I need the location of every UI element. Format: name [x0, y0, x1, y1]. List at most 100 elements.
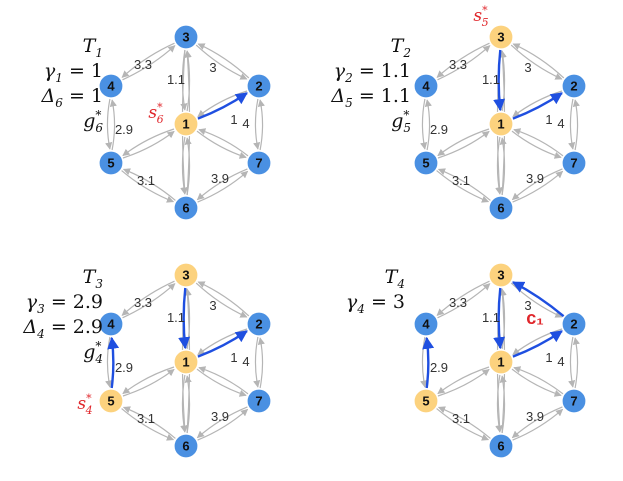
edge-6-to-5 — [437, 406, 491, 439]
edge-7-to-6 — [196, 406, 248, 439]
edge-7-to-2 — [257, 99, 265, 151]
node-3 — [173, 24, 199, 50]
edge-weight-label: 1.1 — [167, 310, 185, 325]
edge-weight-label: 3 — [524, 298, 531, 313]
node-label: 4 — [107, 317, 115, 332]
node-label: 5 — [422, 394, 429, 409]
node-7 — [246, 150, 272, 176]
edge-7-to-1 — [513, 366, 564, 395]
edge-weight-label: 3.9 — [211, 409, 229, 424]
highlight-edge-5-to-4 — [107, 336, 120, 389]
edge-2-to-1 — [197, 328, 248, 356]
edge-3-to-2 — [195, 282, 248, 318]
panel-caption-line: g*6 — [83, 108, 103, 135]
node-1 — [488, 111, 514, 137]
edge-2-to-7 — [568, 98, 576, 150]
node-label: 2 — [570, 317, 577, 332]
edge-weight-label: 1 — [230, 350, 237, 365]
edge-7-to-2 — [572, 99, 580, 151]
node-label: 5 — [422, 156, 429, 171]
node-label: 6 — [182, 439, 189, 454]
edge-weight-label: 4 — [557, 116, 564, 131]
node-label: 2 — [255, 79, 262, 94]
selected-node-marker: s*4 — [77, 392, 92, 417]
edge-1-to-7 — [511, 368, 562, 397]
panel-caption-line: γ3 = 2.9 — [26, 291, 103, 316]
edge-3-to-2 — [195, 44, 248, 80]
edge-2-to-1 — [197, 90, 248, 118]
edge-5-to-1 — [437, 130, 490, 159]
edge-4-to-5 — [420, 98, 428, 150]
panel-caption-line: T2 — [391, 35, 411, 60]
edge-weight-label: 1 — [230, 112, 237, 127]
node-label: 6 — [497, 201, 504, 216]
edge-3-to-4 — [436, 280, 490, 316]
node-4 — [98, 311, 124, 337]
highlight-edge-3-to-1 — [493, 49, 506, 112]
node-2 — [246, 73, 272, 99]
edge-weight-label: 3.1 — [452, 173, 470, 188]
node-1 — [173, 349, 199, 375]
edge-weight-label: 3.1 — [452, 411, 470, 426]
edge-3-to-2 — [510, 44, 563, 80]
edge-5-to-4 — [109, 99, 117, 151]
node-2 — [246, 311, 272, 337]
edge-weight-label: 3 — [524, 60, 531, 75]
panel-caption-line: T3 — [83, 266, 104, 291]
node-label: 1 — [182, 117, 189, 132]
edge-weight-label: 3.3 — [449, 295, 467, 310]
node-2 — [561, 311, 587, 337]
node-6 — [173, 433, 199, 459]
node-7 — [561, 150, 587, 176]
edge-7-to-2 — [572, 337, 580, 389]
node-3 — [173, 262, 199, 288]
highlight-edge-2-to-3 — [511, 281, 565, 318]
edge-weight-label: 2.9 — [430, 360, 448, 375]
edge-4-to-5 — [105, 336, 113, 388]
node-1 — [173, 111, 199, 137]
edge-6-to-5 — [437, 168, 491, 201]
edge-weight-label: 3.1 — [137, 173, 155, 188]
node-3 — [488, 262, 514, 288]
panel-caption-line: g*5 — [391, 108, 411, 135]
node-4 — [98, 73, 124, 99]
node-label: 7 — [570, 394, 577, 409]
node-label: 3 — [182, 30, 189, 45]
edge-7-to-1 — [513, 128, 564, 157]
edge-5-to-1 — [122, 368, 175, 397]
edge-weight-label: 1 — [545, 112, 552, 127]
panel-caption-line: g*4 — [83, 339, 103, 366]
edge-weight-label: 3.1 — [137, 411, 155, 426]
edge-1-to-7 — [196, 130, 247, 159]
node-4 — [413, 311, 439, 337]
node-6 — [488, 433, 514, 459]
node-label: 1 — [497, 355, 504, 370]
edge-7-to-6 — [511, 406, 563, 439]
panel-caption-line: γ1 = 1 — [44, 60, 103, 85]
edge-6-to-5 — [122, 168, 176, 201]
panel-caption-line: γ2 = 1.1 — [334, 60, 411, 85]
edge-4-to-5 — [105, 98, 113, 150]
edge-7-to-6 — [511, 168, 563, 201]
node-label: 6 — [497, 439, 504, 454]
edge-1-to-7 — [196, 368, 247, 397]
selected-node-marker: s*6 — [148, 101, 163, 126]
edge-2-to-1 — [512, 90, 563, 118]
highlight-edge-3-to-1 — [493, 287, 506, 350]
edge-1-to-5 — [122, 128, 175, 157]
node-6 — [488, 195, 514, 221]
edge-weight-label: 3.3 — [449, 57, 467, 72]
node-label: 2 — [570, 79, 577, 94]
node-5 — [413, 388, 439, 414]
edge-2-to-7 — [253, 98, 261, 150]
highlight-edge-1-to-2 — [197, 92, 248, 120]
node-label: 4 — [107, 79, 115, 94]
edge-2-to-3 — [512, 43, 565, 79]
node-4 — [413, 73, 439, 99]
node-label: 4 — [422, 79, 430, 94]
highlight-edge-3-to-1 — [178, 287, 191, 350]
node-7 — [561, 388, 587, 414]
